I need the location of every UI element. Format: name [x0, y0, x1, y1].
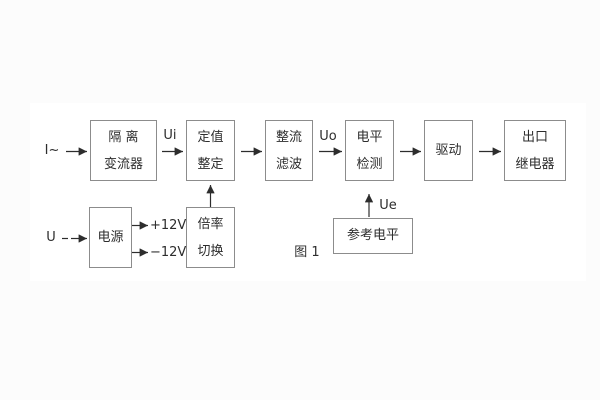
- block-level-detector: 电平 检测: [345, 120, 394, 181]
- figure-caption: 图 1: [294, 245, 320, 260]
- block-rectifier-filter: 整流 滤波: [265, 120, 313, 181]
- block-ratio-line2: 切换: [197, 243, 224, 259]
- block-relay-line1: 出口: [521, 129, 548, 145]
- signal-uo-label: Uo: [319, 129, 337, 144]
- block-output-relay: 出口 继电器: [504, 120, 566, 181]
- block-power-supply: 电源: [89, 207, 132, 268]
- block-reference-line1: 参考电平: [346, 228, 399, 243]
- block-setpoint-line1: 定值: [197, 129, 224, 145]
- block-power-line1: 电源: [97, 230, 124, 245]
- block-setpoint-adjust: 定值 整定: [186, 120, 235, 181]
- signal-minus12-label: −12V: [150, 245, 187, 260]
- block-isolation-transformer-line2: 变流器: [103, 156, 143, 172]
- block-isolation-transformer-line1: 隔 离: [108, 129, 139, 145]
- block-driver-line1: 驱动: [435, 143, 462, 158]
- block-isolation-transformer: 隔 离 变流器: [90, 120, 157, 181]
- block-setpoint-line2: 整定: [197, 156, 224, 172]
- block-level-line1: 电平: [356, 129, 383, 145]
- input-voltage-label: U: [46, 230, 56, 245]
- signal-ui-label: Ui: [163, 128, 177, 143]
- block-relay-line2: 继电器: [515, 156, 555, 172]
- block-rectifier-line1: 整流: [275, 129, 302, 145]
- input-current-label: I~: [44, 143, 60, 158]
- block-level-line2: 检测: [356, 156, 383, 172]
- block-rectifier-line2: 滤波: [275, 156, 302, 172]
- signal-ue-label: Ue: [379, 198, 397, 213]
- signal-plus12-label: +12V: [150, 218, 187, 233]
- block-ratio-line1: 倍率: [197, 216, 224, 232]
- block-ratio-switch: 倍率 切换: [186, 207, 235, 268]
- block-reference-level: 参考电平: [333, 218, 413, 254]
- block-driver: 驱动: [424, 120, 473, 181]
